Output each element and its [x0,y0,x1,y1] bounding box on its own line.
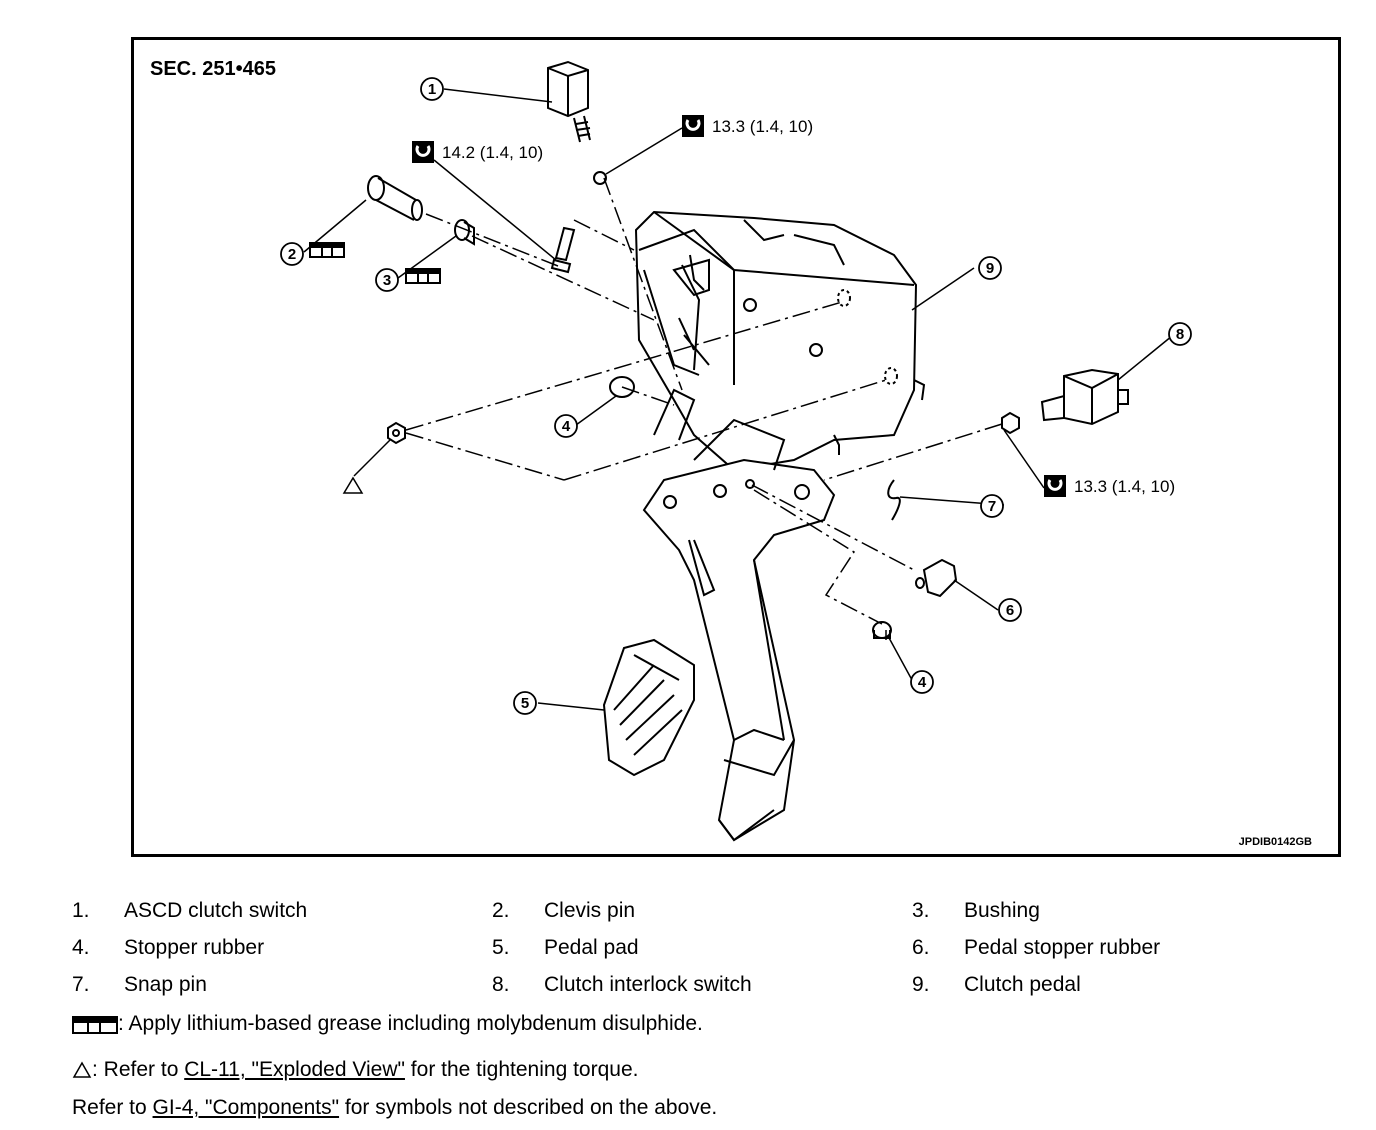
legend-num: 8. [492,972,510,996]
legend-label: Pedal pad [544,935,639,959]
torque-note-suffix: for the tightening torque. [404,1058,639,1081]
legend-label: Clevis pin [544,898,636,922]
gi-4-components-link[interactable]: GI-4, "Components" [152,1096,340,1119]
nut-right [1001,411,1020,435]
legend-num: 1. [72,898,90,922]
section-label: SEC. 251•465 [150,58,276,80]
legend-num: 4. [72,935,90,959]
clutch-interlock-switch [1040,368,1129,426]
torque-label-3: 13.3 (1.4, 10) [1074,477,1175,496]
legend-num: 2. [492,898,510,922]
legend-item: 3. Bushing [912,899,1332,923]
legend-num: 5. [492,935,510,959]
torque-icon [412,115,1066,497]
legend-num: 3. [912,898,930,922]
legend-item: 5. Pedal pad [492,936,912,960]
leader-lines [303,88,1173,711]
legend-label: Bushing [964,898,1040,922]
nut-left [387,421,406,445]
callout-7: 7 [988,498,996,515]
legend-label: Clutch pedal [964,972,1081,996]
stopper-rubber-bottom [872,621,892,639]
legend-label: Pedal stopper rubber [964,935,1161,959]
callout-2: 2 [288,246,296,263]
torque-label-2: 14.2 (1.4, 10) [442,143,543,162]
symbols-note-prefix: Refer to [72,1096,153,1119]
figure-id: JPDIB0142GB [1238,836,1312,848]
legend-num: 7. [72,972,90,996]
legend-item: 1. ASCD clutch switch [72,899,492,923]
pedal-bolt [550,226,576,274]
diagram-drawing: 1 2 3 4 5 6 7 8 9 4 13.3 (1.4, 10) 14.2 … [280,60,1192,842]
legend-row: 1. ASCD clutch switch 2. Clevis pin 3. Bush… [72,892,1332,929]
triangle-icon [72,1061,92,1079]
cl-11-exploded-view-link[interactable]: CL-11, "Exploded View" [184,1058,405,1081]
legend-item: 4. Stopper rubber [72,936,492,960]
snap-pin [887,479,901,521]
symbols-note-suffix: for symbols not described on the above. [339,1096,718,1119]
legend-row: 7. Snap pin 8. Clutch interlock switch 9. C… [72,966,1332,1003]
callout-4-lower: 4 [918,674,927,691]
clutch-pedal-bracket [634,210,926,472]
callout-5: 5 [521,695,529,712]
legend-row: 4. Stopper rubber 5. Pedal pad 6. Pedal sto… [72,929,1332,966]
pedal-pad [602,638,695,777]
legend-item: 7. Snap pin [72,973,492,997]
grease-note: : Apply lithium-based grease including m… [72,1012,703,1036]
callout-4: 4 [562,418,571,435]
pedal-arm [642,388,836,842]
bushing [454,219,475,246]
legend-item: 8. Clutch interlock switch [492,973,912,997]
callout-circles [280,77,1192,715]
clevis-pin [367,175,423,221]
grease-note-text: : Apply lithium-based grease including m… [118,1012,703,1035]
legend-label: Snap pin [124,972,207,996]
legend-label: ASCD clutch switch [124,898,308,922]
legend-label: Clutch interlock switch [544,972,752,996]
exploded-view-diagram: SEC. 251•465 [131,37,1341,857]
callout-8: 8 [1176,326,1184,343]
parts-legend: 1. ASCD clutch switch 2. Clevis pin 3. Bush… [72,892,1332,1003]
grease-icon [72,1016,118,1035]
symbols-reference-note: Refer to GI-4, "Components" for symbols … [72,1096,717,1120]
callout-1: 1 [428,81,436,98]
ascd-clutch-switch [547,60,607,185]
grease-icon [309,242,441,284]
torque-reference-note: : Refer to CL-11, "Exploded View" for th… [72,1058,638,1082]
pedal-stopper-rubber [915,558,958,598]
callout-numbers: 1 2 3 4 5 6 7 8 9 4 [288,81,1184,712]
torque-label-1: 13.3 (1.4, 10) [712,117,813,136]
legend-label: Stopper rubber [124,935,265,959]
legend-item: 9. Clutch pedal [912,973,1332,997]
legend-item: 2. Clevis pin [492,899,912,923]
torque-labels: 13.3 (1.4, 10) 14.2 (1.4, 10) 13.3 (1.4,… [442,117,1175,496]
callout-9: 9 [986,260,994,277]
legend-num: 9. [912,972,930,996]
alignment-lines [405,177,1003,640]
legend-num: 6. [912,935,930,959]
legend-item: 6. Pedal stopper rubber [912,936,1332,960]
triangle-icon [342,476,364,494]
torque-note-prefix: : Refer to [92,1058,185,1081]
callout-3: 3 [383,272,391,289]
callout-6: 6 [1006,602,1014,619]
